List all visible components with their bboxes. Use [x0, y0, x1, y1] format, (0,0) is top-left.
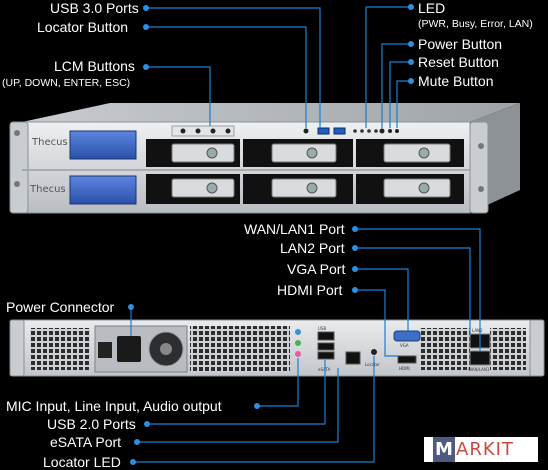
port-caption-esata: eSATA: [318, 367, 331, 372]
drive-trays-row-2: [146, 174, 464, 204]
callout-locator-led: Locator LED: [43, 454, 121, 470]
callout-vga: VGA Port: [287, 261, 346, 277]
port-caption-usb: USB: [318, 326, 326, 331]
callout-lcm-buttons: LCM Buttons: [54, 58, 135, 74]
rear-vent-center: [420, 328, 470, 370]
screw-icon: [14, 130, 20, 136]
lcm-buttons[interactable]: [171, 125, 235, 137]
callout-mic-line-audio: MIC Input, Line Input, Audio output: [6, 398, 222, 414]
callout-locator-button: Locator Button: [37, 19, 129, 35]
nas-front-unit: Thecus: [9, 103, 520, 214]
lcd-display-top: [69, 130, 137, 160]
watermark-first-letter: M: [433, 437, 455, 462]
port-caption-wanlan1: WAN/LAN1: [468, 367, 490, 372]
brand-logo-bottom: Thecus: [29, 184, 66, 195]
drive-trays-row-1: [146, 139, 464, 167]
leader-lines: [130, 6, 481, 463]
callout-led: LED: [418, 0, 446, 16]
locator-led: [371, 349, 377, 355]
callout-power-connector: Power Connector: [6, 299, 115, 315]
power-connector: [117, 336, 141, 362]
power-switch[interactable]: [98, 342, 112, 358]
callout-mute-button: Mute Button: [418, 73, 494, 89]
esata-port: [317, 331, 335, 341]
port-caption-vga: VGA: [400, 343, 409, 348]
mute-button[interactable]: [395, 129, 399, 133]
rack-ear-right: [469, 121, 489, 214]
brand-logo-top: Thecus: [31, 137, 68, 148]
lcm-enter-button[interactable]: [210, 128, 216, 134]
callout-usb2: USB 2.0 Ports: [47, 416, 136, 432]
callout-lan2: LAN2 Port: [280, 240, 345, 256]
rear-vent-right: [490, 328, 526, 370]
callout-lcm-buttons-detail: (UP, DOWN, ENTER, ESC): [2, 77, 131, 89]
callout-reset-button: Reset Button: [418, 54, 499, 70]
callout-esata: eSATA Port: [50, 434, 122, 450]
callout-led-detail: (PWR, Busy, Error, LAN): [418, 18, 533, 30]
screw-icon: [478, 186, 484, 192]
reset-button[interactable]: [388, 129, 392, 133]
screw-icon: [14, 181, 20, 187]
nas-rear-unit: USB eSATA VGA HDMI LAN2 WAN/LAN1 Locator: [9, 319, 545, 377]
callout-hdmi: HDMI Port: [277, 282, 343, 298]
rear-vent-middle: [190, 326, 290, 372]
screw-icon: [478, 143, 484, 149]
usb3-port-1: [317, 127, 330, 135]
locator-button[interactable]: [303, 128, 309, 134]
lcd-display-bottom: [69, 175, 137, 205]
audio-jacks: [295, 329, 301, 357]
callout-wan-lan1: WAN/LAN1 Port: [244, 221, 345, 237]
vga-port: [393, 330, 421, 342]
chassis-top: [22, 103, 520, 122]
rear-vent-left: [30, 328, 90, 370]
callout-usb3: USB 3.0 Ports: [50, 0, 139, 16]
lcm-esc-button[interactable]: [225, 128, 231, 134]
leader-dots: [128, 4, 414, 465]
lcm-down-button[interactable]: [195, 128, 201, 134]
port-caption-lan2: LAN2: [472, 328, 483, 333]
port-caption-hdmi: HDMI: [399, 366, 410, 371]
hdmi-port: [397, 355, 417, 364]
usb2-ports: [317, 342, 361, 365]
lcm-up-button[interactable]: [180, 128, 186, 134]
led-indicators: [353, 129, 378, 133]
port-caption-locator: Locator: [365, 362, 380, 367]
rack-ear-left: [9, 121, 29, 214]
wan-lan1-port: [469, 350, 491, 366]
usb3-port-2: [333, 127, 346, 135]
callout-power-button: Power Button: [418, 36, 503, 52]
watermark-rest: ARKIT: [456, 439, 514, 460]
power-button[interactable]: [379, 128, 385, 134]
